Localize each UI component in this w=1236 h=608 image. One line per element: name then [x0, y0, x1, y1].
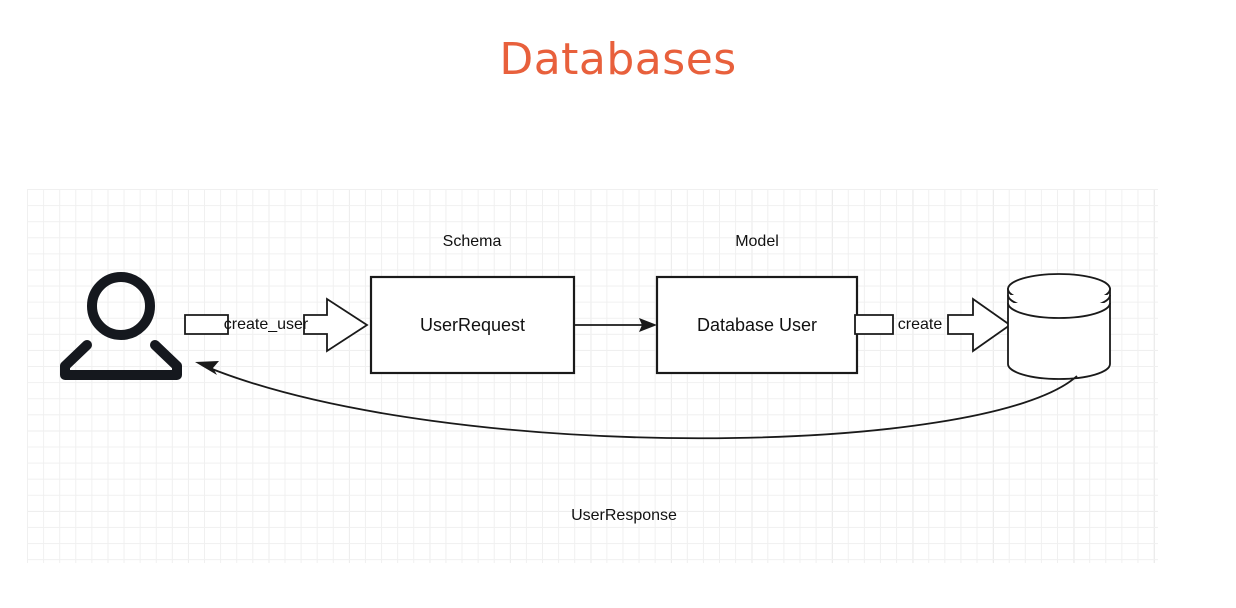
create-arrow-left-stub [854, 314, 894, 335]
create-user-edge-label: create_user [224, 316, 309, 333]
user-request-box-label: UserRequest [420, 315, 525, 335]
diagram-svg: create_user Schema UserRequest Model Dat… [60, 233, 1111, 524]
database-user-box[interactable]: Database User [655, 275, 859, 375]
create-user-edge: create_user [184, 297, 369, 353]
create-edge: create [854, 297, 1012, 353]
user-response-curve [206, 366, 1078, 440]
create-user-arrow-left-stub [184, 314, 229, 335]
create-arrow-head [947, 297, 1012, 353]
database-user-box-label: Database User [697, 315, 817, 335]
user-response-arrowhead [195, 361, 219, 375]
request-to-model-arrowhead [639, 318, 657, 332]
request-to-model-edge [574, 318, 657, 332]
database-cylinder[interactable] [1007, 273, 1111, 380]
cylinder-top-ring-3 [1007, 302, 1111, 319]
person-icon-head [87, 272, 155, 340]
user-request-box-rect [369, 275, 576, 375]
user-response-edge-label: UserResponse [571, 507, 677, 524]
grid-background [27, 189, 1158, 563]
model-caption: Model [735, 233, 779, 250]
person-icon-body [60, 340, 182, 380]
diagram-canvas: create_user Schema UserRequest Model Dat… [27, 189, 1158, 563]
user-actor [60, 272, 182, 380]
user-response-edge: UserResponse [195, 361, 1078, 524]
database-user-box-rect [655, 275, 859, 375]
create-user-arrow-head [303, 297, 369, 353]
page-title: Databases [499, 34, 737, 85]
user-request-box[interactable]: UserRequest [369, 275, 576, 375]
create-edge-label: create [898, 316, 943, 333]
schema-caption: Schema [443, 233, 502, 250]
